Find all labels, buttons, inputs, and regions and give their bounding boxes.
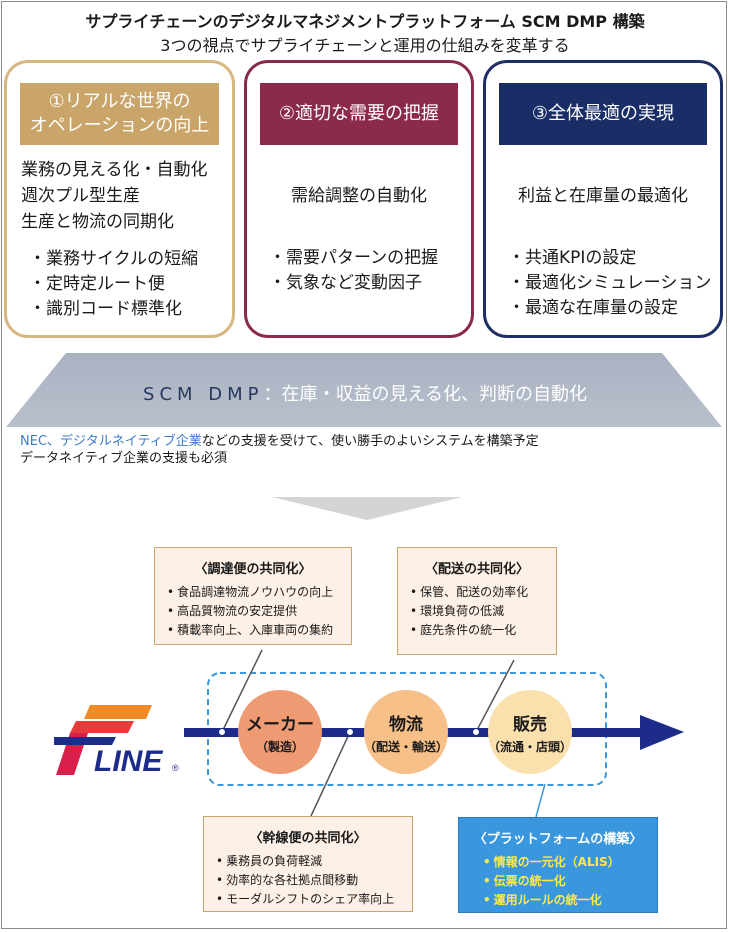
bullet-item: 識別コード標準化 [29, 297, 226, 322]
note-highlight: NEC、デジタルネイティブ企業 [20, 434, 202, 449]
banner-text: SCM DMP：在庫・収益の見える化、判断の自動化 [0, 380, 730, 406]
note-line2: データネイティブ企業の支援も必須 [20, 451, 227, 466]
connector-trunk [310, 731, 351, 817]
list-item: 運用ルールの統一化 [483, 891, 657, 910]
box-delivery-title: 〈配送の共同化〉 [424, 562, 529, 577]
flow-arrow-head [640, 715, 684, 750]
panel-optimization-main: 利益と在庫量の最適化 [492, 183, 714, 209]
panel-optimization: ③全体最適の実現 利益と在庫量の最適化 共通KPIの設定 最適化シミュレーション… [483, 60, 723, 338]
f-line-logo: LINE ® [54, 705, 179, 778]
circle-logistics: 物流 （配送・輸送） [364, 690, 448, 774]
logo-text: LINE [94, 745, 163, 778]
page-title: サプライチェーンのデジタルマネジメントプラットフォーム SCM DMP 構築 [85, 12, 645, 31]
scm-dmp-banner [6, 353, 722, 427]
box-delivery: 〈配送の共同化〉 保管、配送の効率化 環境負荷の低減 庭先条件の統一化 [397, 547, 557, 655]
panel-operations-bullets: 業務サイクルの短縮 定時定ルート便 識別コード標準化 [29, 247, 226, 322]
banner-description: 在庫・収益の見える化、判断の自動化 [281, 384, 587, 405]
main-line: 業務の見える化・自動化 [21, 160, 208, 180]
circle-title: メーカー [246, 714, 314, 735]
main-line: 需給調整の自動化 [291, 186, 427, 206]
connector-platform [535, 783, 546, 818]
connector-delivery [475, 659, 515, 733]
panel-demand-heading: ②適切な需要の把握 [260, 83, 458, 145]
bullet-item: 最適化シミュレーション [508, 271, 714, 296]
bullet-item: 需要パターンの把握 [269, 246, 465, 271]
bullet-item: 定時定ルート便 [29, 272, 226, 297]
box-trunk: 〈幹線便の共同化〉 乗務員の負荷軽減 効率的な各社拠点間移動 モーダルシフトのシ… [203, 816, 413, 912]
list-item: 情報の一元化（ALIS） [483, 853, 657, 872]
junction-dot [218, 728, 226, 736]
down-arrow-triangle [272, 497, 462, 520]
junction-dot [472, 728, 480, 736]
panel-optimization-bullets: 共通KPIの設定 最適化シミュレーション 最適な在庫量の設定 [508, 246, 714, 321]
list-item: 庭先条件の統一化 [410, 621, 556, 640]
main-line: 週次プル型生産 [21, 186, 140, 206]
list-item: 食品調達物流ノウハウの向上 [167, 583, 351, 602]
list-item: 伝票の統一化 [483, 872, 657, 891]
banner-separator: ： [263, 384, 282, 405]
page-subtitle: 3つの視点でサプライチェーンと運用の仕組みを変革する [160, 36, 570, 55]
banner-scm-label: SCM DMP [143, 384, 264, 405]
panel-optimization-heading: ③全体最適の実現 [499, 83, 707, 145]
bullet-item: 共通KPIの設定 [508, 246, 714, 271]
logo-registered: ® [172, 763, 179, 773]
panel-operations-heading: ①リアルな世界の オペレーションの向上 [20, 83, 219, 145]
box-procurement-title: 〈調達便の共同化〉 [194, 562, 312, 577]
panel-demand-bullets: 需要パターンの把握 気象など変動因子 [269, 246, 465, 296]
main-line: 生産と物流の同期化 [21, 212, 174, 232]
bullet-item: 気象など変動因子 [269, 271, 465, 296]
circle-subtitle: （流通・店頭） [488, 739, 573, 754]
list-item: 積載率向上、入庫車両の集約 [167, 621, 351, 640]
circle-sales: 販売 （流通・店頭） [488, 690, 572, 774]
box-platform-title: 〈プラットフォームの構築〉 [473, 832, 643, 847]
panel-demand-main: 需給調整の自動化 [253, 183, 465, 209]
list-item: 環境負荷の低減 [410, 602, 556, 621]
list-item: モーダルシフトのシェア率向上 [216, 890, 412, 909]
bullet-item: 業務サイクルの短縮 [29, 247, 226, 272]
box-procurement: 〈調達便の共同化〉 食品調達物流ノウハウの向上 高品質物流の安定提供 積載率向上… [154, 547, 352, 645]
panel-demand: ②適切な需要の把握 需給調整の自動化 需要パターンの把握 気象など変動因子 [244, 60, 474, 338]
note-rest: などの支援を受けて、使い勝手のよいシステムを構築予定 [201, 434, 539, 449]
bullet-item: 最適な在庫量の設定 [508, 296, 714, 321]
support-note: NEC、デジタルネイティブ企業などの支援を受けて、使い勝手のよいシステムを構築予… [20, 433, 539, 467]
junction-dot [346, 728, 354, 736]
list-item: 保管、配送の効率化 [410, 583, 556, 602]
panel-operations-main: 業務の見える化・自動化 週次プル型生産 生産と物流の同期化 [21, 157, 226, 235]
circle-subtitle: （製造） [255, 739, 304, 754]
list-item: 効率的な各社拠点間移動 [216, 871, 412, 890]
list-item: 乗務員の負荷軽減 [216, 852, 412, 871]
list-item: 高品質物流の安定提供 [167, 602, 351, 621]
main-line: 利益と在庫量の最適化 [518, 186, 688, 206]
circle-title: 物流 [389, 714, 423, 735]
box-platform: 〈プラットフォームの構築〉 情報の一元化（ALIS） 伝票の統一化 運用ルールの… [458, 817, 658, 913]
panel-operations: ①リアルな世界の オペレーションの向上 業務の見える化・自動化 週次プル型生産 … [4, 60, 235, 338]
circle-title: 販売 [513, 714, 547, 735]
circle-maker: メーカー （製造） [238, 690, 322, 774]
connector-procurement [221, 649, 263, 733]
circle-subtitle: （配送・輸送） [364, 739, 449, 754]
box-trunk-title: 〈幹線便の共同化〉 [249, 831, 367, 846]
